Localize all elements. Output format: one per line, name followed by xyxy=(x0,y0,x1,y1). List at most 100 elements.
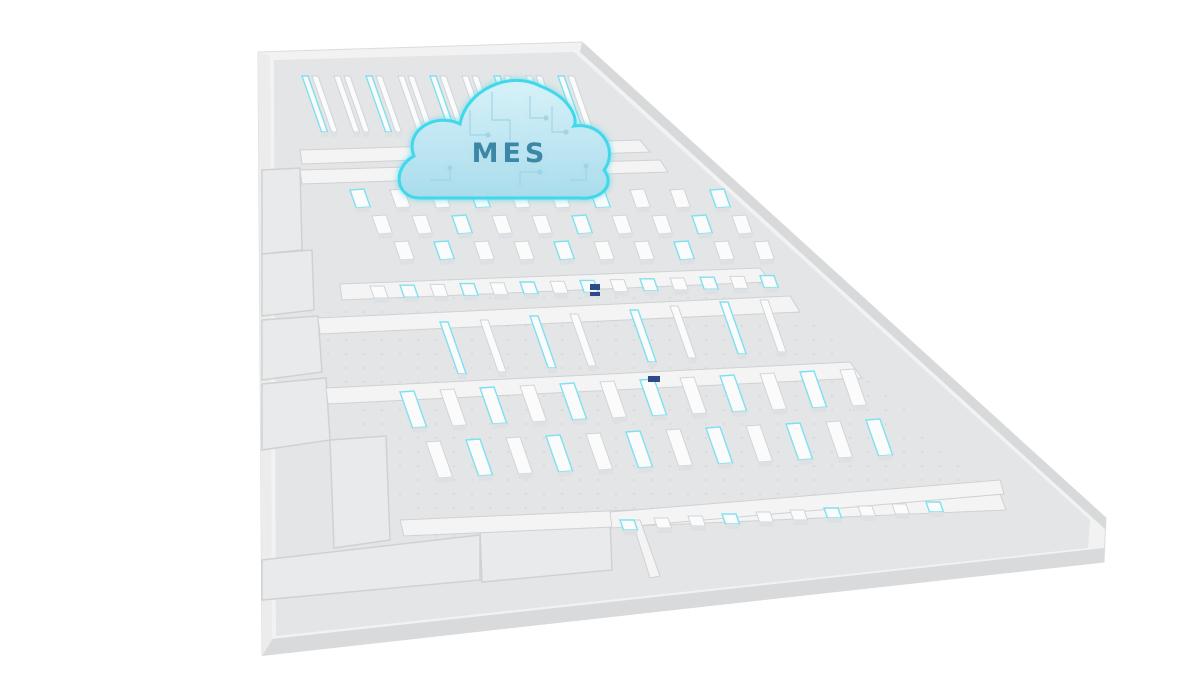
machine-unit xyxy=(619,519,639,531)
machine-unit-side xyxy=(395,132,402,137)
machine-unit-side xyxy=(548,368,557,373)
machine-unit-side xyxy=(732,411,747,417)
machine-unit-side xyxy=(716,207,731,213)
machine-unit-side xyxy=(764,287,779,293)
machine-unit-side xyxy=(798,459,813,465)
machine-unit-side xyxy=(321,132,328,137)
machine-unit-side xyxy=(720,259,735,265)
machine-unit-side xyxy=(718,463,733,469)
machine-unit-side xyxy=(374,298,389,303)
machine-unit-side xyxy=(929,512,944,517)
machine-unit-side xyxy=(400,259,415,265)
machine-unit-side xyxy=(353,132,360,137)
machine-unit-side xyxy=(458,233,473,239)
machine-unit-side xyxy=(440,259,455,265)
machine-unit-side xyxy=(524,294,539,299)
machine-unit-side xyxy=(520,259,535,265)
machine-unit-side xyxy=(674,290,689,295)
machine-unit-side xyxy=(644,290,659,296)
machine-unit-side xyxy=(734,288,749,294)
machine-unit-side xyxy=(558,471,573,477)
machine-unit-side xyxy=(691,526,706,531)
machine-unit-side xyxy=(772,409,787,415)
machine-unit-side xyxy=(458,374,467,379)
machine-unit-side xyxy=(518,473,533,479)
machine-unit-side xyxy=(676,207,691,213)
machine-unit xyxy=(823,507,843,519)
machine-unit xyxy=(687,515,707,527)
machine-unit-side xyxy=(532,421,547,427)
machine-unit xyxy=(925,501,945,513)
sign-marker xyxy=(648,376,660,382)
machine-unit xyxy=(653,517,673,529)
machine-unit-side xyxy=(554,293,569,299)
machine-unit-side xyxy=(516,207,531,213)
machine-unit-side xyxy=(598,469,613,475)
machine-unit-side xyxy=(331,132,338,137)
machine-unit-side xyxy=(588,366,597,371)
machine-unit-side xyxy=(478,475,493,481)
machine-unit-side xyxy=(698,233,713,239)
machine-unit-side xyxy=(452,425,467,431)
machine-unit-side xyxy=(464,295,479,301)
machine-unit-side xyxy=(492,423,507,429)
machine-unit-side xyxy=(738,354,747,359)
machine-unit-side xyxy=(812,407,827,413)
machine-unit-side xyxy=(378,233,393,239)
machine-unit-side xyxy=(538,233,553,239)
machine-unit-side xyxy=(678,465,693,471)
machine-unit xyxy=(789,509,809,521)
machine-unit-side xyxy=(396,207,411,213)
machine-unit-side xyxy=(861,516,876,521)
machine-unit-side xyxy=(704,289,719,295)
machine-unit-side xyxy=(498,372,507,377)
sign-marker xyxy=(590,284,600,290)
machine-unit-side xyxy=(618,233,633,239)
machine-unit-side xyxy=(759,522,774,527)
machine-unit-side xyxy=(738,233,753,239)
machine-unit-side xyxy=(596,207,611,213)
machine-unit-side xyxy=(600,259,615,265)
circuit-pattern-icon xyxy=(430,92,589,186)
sign-marker xyxy=(590,292,600,296)
machine-unit-side xyxy=(688,358,697,363)
machine-unit-side xyxy=(578,233,593,239)
machine-unit-side xyxy=(895,514,910,519)
machine-unit-side xyxy=(658,233,673,239)
machine-unit-side xyxy=(404,297,419,303)
machine-unit-side xyxy=(612,417,627,423)
machine-unit-side xyxy=(648,362,657,367)
machine-unit-side xyxy=(363,132,370,137)
machine-unit xyxy=(891,503,911,515)
machine-unit-side xyxy=(652,415,667,421)
machine-unit-side xyxy=(560,259,575,265)
machine-unit-side xyxy=(614,291,629,297)
machine-unit-side xyxy=(434,296,449,302)
machine-unit-side xyxy=(692,413,707,419)
machine-unit-side xyxy=(640,259,655,265)
machine-unit-side xyxy=(385,132,392,137)
machine-unit-side xyxy=(827,518,842,523)
machine-unit-side xyxy=(476,207,491,213)
machine-unit-side xyxy=(572,419,587,425)
machine-unit-side xyxy=(438,477,453,483)
cloud-label: MES xyxy=(472,138,549,169)
machine-unit-side xyxy=(623,530,638,535)
machine-unit-side xyxy=(636,207,651,213)
machine-unit-side xyxy=(838,457,853,463)
machine-unit-side xyxy=(436,207,451,213)
machine-unit-side xyxy=(778,352,787,357)
machine-unit xyxy=(721,513,741,525)
mes-cloud: MES xyxy=(397,78,611,200)
machine-unit-side xyxy=(498,233,513,239)
machine-unit-side xyxy=(356,207,371,213)
machine-unit-side xyxy=(638,467,653,473)
machine-unit-side xyxy=(758,461,773,467)
machine-unit-side xyxy=(878,455,893,461)
machine-unit-side xyxy=(556,207,571,213)
machine-unit-side xyxy=(657,528,672,533)
machine-unit-side xyxy=(412,427,427,433)
machine-unit-side xyxy=(680,259,695,265)
machine-unit-side xyxy=(725,524,740,529)
